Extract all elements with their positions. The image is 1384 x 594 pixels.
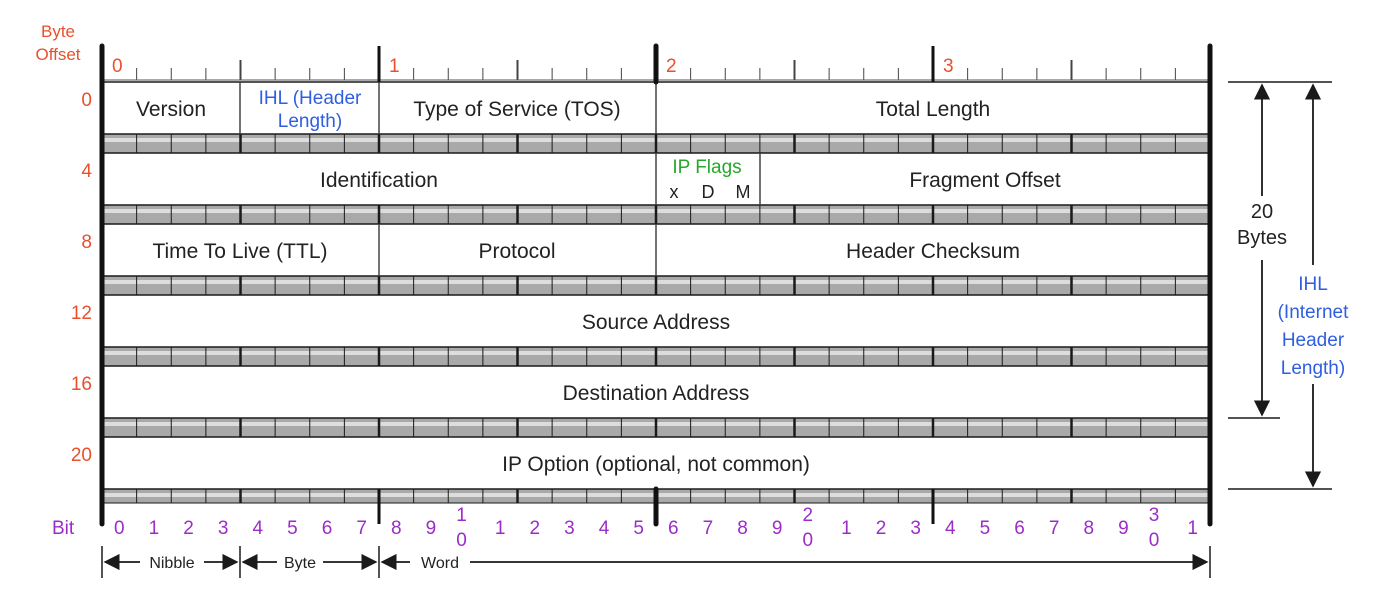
bit-number-13: 3 [564, 518, 575, 539]
bit-number-5: 5 [287, 518, 298, 539]
bit-number-18: 8 [737, 518, 748, 539]
field-protocol: Protocol [478, 240, 555, 263]
flag-bit-x: x [670, 182, 679, 202]
field-identification: Identification [320, 169, 438, 192]
byte-offset-title-line2: Offset [35, 45, 80, 64]
bit-number-26: 6 [1014, 518, 1025, 539]
bit-number-0: 0 [114, 518, 125, 539]
ihl-side-line1: IHL [1298, 274, 1328, 295]
bit-number-20-ones: 0 [803, 530, 814, 551]
field-dividers [239, 82, 761, 276]
bit-number-3: 3 [218, 518, 229, 539]
top-byte-label-2: 2 [666, 56, 677, 77]
right-brackets [1228, 81, 1332, 490]
row-offset-4: 4 [81, 161, 92, 182]
byte-offset-title-line1: Byte [41, 22, 75, 41]
top-byte-label-3: 3 [943, 56, 954, 77]
bytes-label-number: 20 [1251, 201, 1273, 223]
bit-number-21: 1 [841, 518, 852, 539]
bit-number-23: 3 [910, 518, 921, 539]
bit-number-16: 6 [668, 518, 679, 539]
field-destination-address: Destination Address [563, 382, 750, 405]
field-source-address: Source Address [582, 311, 730, 334]
bit-number-6: 6 [322, 518, 333, 539]
bit-number-7: 7 [356, 518, 367, 539]
row-offset-8: 8 [81, 232, 92, 253]
flag-bit-m: M [736, 182, 751, 202]
scale-word-label: Word [421, 555, 459, 572]
bit-number-10-ones: 0 [456, 530, 467, 551]
bit-number-12: 2 [530, 518, 541, 539]
ihl-side-line2: (Internet [1278, 302, 1349, 323]
ihl-side-line3: Header [1282, 330, 1345, 351]
bit-number-24: 4 [945, 518, 956, 539]
bit-number-19: 9 [772, 518, 783, 539]
bit-number-29: 9 [1118, 518, 1129, 539]
top-byte-label-0: 0 [112, 56, 123, 77]
row-offset-0: 0 [81, 90, 92, 111]
bit-number-30-tens: 3 [1149, 505, 1160, 526]
field-ihl-line1: IHL (Header [259, 88, 362, 109]
bit-number-1: 1 [149, 518, 160, 539]
field-version: Version [136, 98, 206, 121]
field-total-length: Total Length [876, 98, 990, 121]
bit-number-30-ones: 0 [1149, 530, 1160, 551]
byte-bars [377, 46, 935, 524]
row-16-box [101, 365, 1211, 419]
row-offset-20: 20 [71, 445, 92, 466]
bit-number-11: 1 [495, 518, 506, 539]
bit-number-27: 7 [1049, 518, 1060, 539]
field-ip-option: IP Option (optional, not common) [502, 453, 810, 476]
flag-bit-d: D [702, 182, 715, 202]
top-byte-label-1: 1 [389, 56, 400, 77]
bit-number-2: 2 [183, 518, 194, 539]
outer-vertical-bars [99, 43, 1213, 527]
field-type-of-service: Type of Service (TOS) [413, 98, 620, 121]
scale-nibble-label: Nibble [149, 555, 194, 572]
bytes-label-unit: Bytes [1237, 227, 1287, 249]
scale-ticks [101, 546, 1211, 578]
bit-number-20-tens: 2 [803, 505, 814, 526]
bit-number-17: 7 [703, 518, 714, 539]
row-offset-16: 16 [71, 374, 92, 395]
field-fragment-offset: Fragment Offset [909, 169, 1061, 192]
bit-number-9: 9 [426, 518, 437, 539]
scale-byte-label: Byte [284, 555, 316, 572]
bit-number-28: 8 [1084, 518, 1095, 539]
bit-number-25: 5 [980, 518, 991, 539]
bit-number-10-tens: 1 [456, 505, 467, 526]
bit-number-31: 1 [1187, 518, 1198, 539]
row-12-box [101, 294, 1211, 348]
field-header-checksum: Header Checksum [846, 240, 1020, 263]
ihl-side-line4: Length) [1281, 358, 1345, 379]
bit-number-14: 4 [599, 518, 610, 539]
bit-number-4: 4 [253, 518, 264, 539]
field-time-to-live: Time To Live (TTL) [152, 240, 327, 263]
bit-label: Bit [52, 518, 75, 539]
bit-number-22: 2 [876, 518, 887, 539]
field-ip-flags: IP Flags [672, 157, 741, 178]
row-offset-12: 12 [71, 303, 92, 324]
field-ihl-line2: Length) [278, 111, 342, 132]
bit-number-15: 5 [633, 518, 644, 539]
bit-number-8: 8 [391, 518, 402, 539]
